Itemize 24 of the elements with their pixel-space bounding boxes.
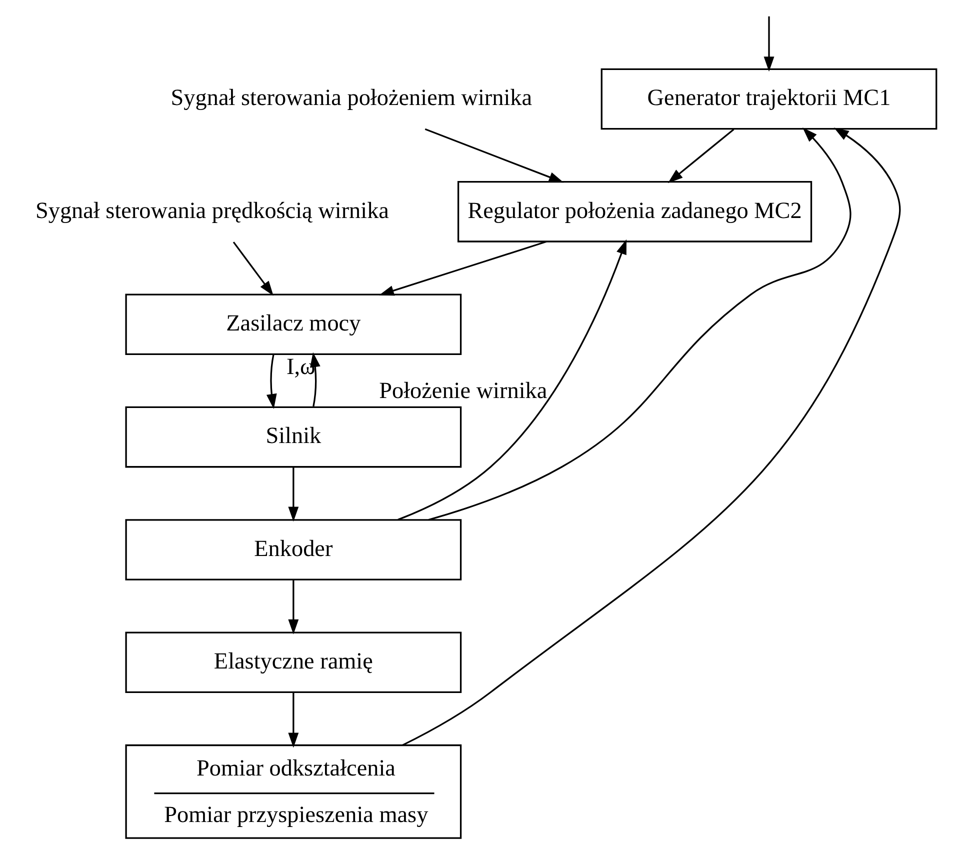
edge-label: Położenie wirnika — [378, 378, 547, 404]
node-box: Pomiar odkształcenia Pomiar przyspieszenia masy — [124, 744, 462, 839]
arrow — [763, 16, 774, 72]
arrow — [310, 352, 320, 407]
arrow — [288, 692, 298, 748]
arrow — [424, 128, 564, 183]
edge-label: I,ω — [286, 354, 315, 380]
arrow — [288, 467, 298, 522]
arrow — [288, 580, 298, 634]
arrow — [232, 242, 273, 296]
arrow — [402, 128, 900, 746]
node-box: Zasilacz mocy — [124, 294, 462, 356]
node-box: Elastyczne ramię — [124, 632, 462, 694]
arrow — [428, 127, 851, 521]
node-text: Sygnał sterowania położeniem wirnika — [170, 85, 532, 112]
node-box: Generator trajektorii MC1 — [600, 68, 937, 130]
arrow — [667, 128, 734, 184]
arrow — [378, 240, 546, 296]
node-box: Regulator położenia zadanego MC2 — [456, 181, 812, 242]
node-box: Silnik — [124, 406, 462, 468]
arrow — [397, 239, 626, 520]
node-text: Sygnał sterowania prędkością wirnika — [34, 198, 388, 224]
node-box: Enkoder — [124, 519, 462, 580]
arrow — [266, 354, 276, 409]
